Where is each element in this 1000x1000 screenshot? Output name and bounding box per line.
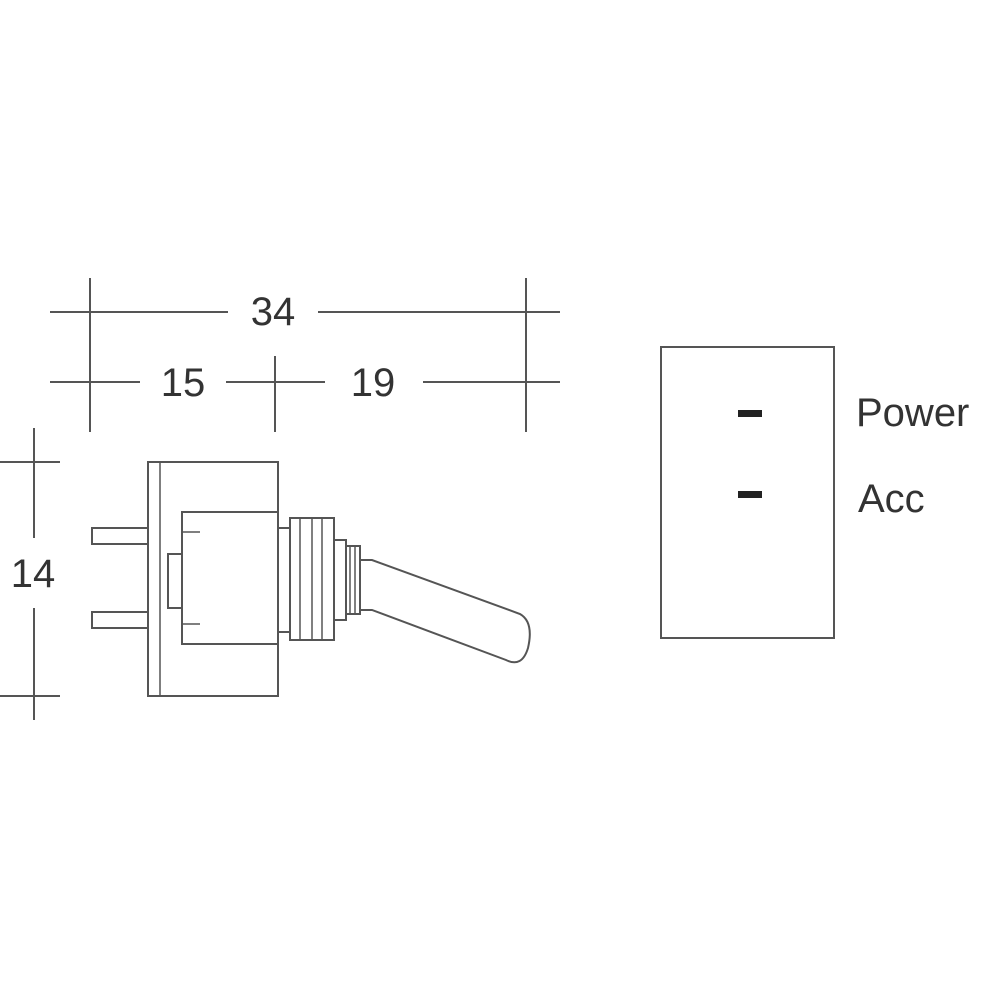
height-value: 14	[11, 552, 56, 596]
body-length-value: 15	[161, 361, 206, 405]
acc-label: Acc	[858, 477, 925, 521]
acc-terminal	[738, 491, 762, 498]
terminal-face-view: Power Acc	[660, 346, 969, 639]
power-terminal	[738, 410, 762, 417]
upper-pin	[91, 527, 151, 545]
lower-pin	[91, 611, 151, 629]
lever-collar	[345, 545, 361, 615]
power-label: Power	[856, 391, 969, 435]
overall-length-value: 34	[251, 290, 296, 334]
toggle-lever	[359, 559, 531, 664]
inner-housing	[181, 511, 279, 645]
switch-side-view	[91, 461, 531, 697]
lever-length-value: 19	[351, 361, 396, 405]
height-dimension: 14	[0, 428, 60, 720]
mounting-bushing	[277, 527, 291, 633]
segment-length-dimension: 15 19	[50, 356, 560, 432]
overall-length-dimension: 34	[50, 278, 560, 432]
